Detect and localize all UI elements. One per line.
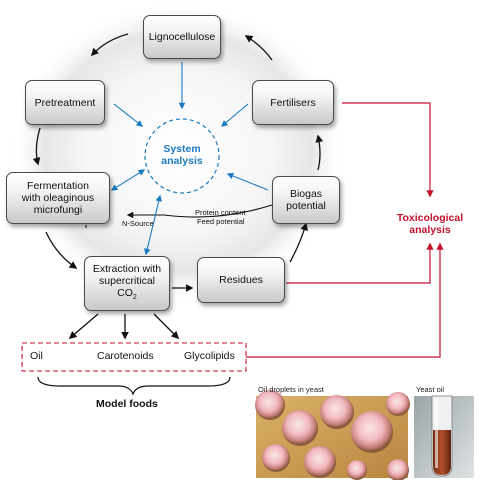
node-extraction: Extraction with supercritical CO2 [84,256,170,311]
blue-arrow-fertilisers [220,103,249,127]
model-foods-brace [37,376,231,396]
blue-arrow-pretreatment [113,103,144,127]
node-lignocellulose: Lignocellulose [143,15,221,59]
node-fermentation: Fermentation with oleaginous microfungi [6,172,110,224]
model-foods-dashed-box [21,342,247,372]
system-analysis-line-1: System [163,143,201,155]
model-food-carotenoids: Carotenoids [97,350,154,362]
extraction-line-1: Extraction with [92,262,162,275]
feed-potential-label: Feed potential [197,217,245,226]
blue-arrow-extraction [144,194,162,256]
halo-background [10,2,346,302]
node-residues: Residues [197,257,285,303]
arrow-biogas-to-fermentation-feed [126,204,273,219]
biogas-line-2: potential [286,200,326,212]
arrow-fertilisers-to-lignocellulose [244,35,273,61]
red-arrow-fertilisers [342,102,434,198]
system-analysis-line-2: analysis [161,155,203,167]
system-analysis-label: System analysis [142,143,222,167]
toxicological-line-2: analysis [409,224,451,236]
model-food-glycolipids: Glycolipids [184,350,235,362]
co2-subscript: 2 [132,294,137,302]
biogas-line-1: Biogas [289,188,323,200]
oil-droplets-photo [255,390,410,480]
fermentation-line-2: with oleaginous [21,192,95,204]
node-biogas: Biogas potential [272,176,340,224]
toxicological-line-1: Toxicological [396,212,464,224]
residues-label: Residues [219,274,263,286]
pretreatment-label: Pretreatment [34,96,96,109]
extraction-line-3: CO2 [93,287,161,304]
system-analysis-circle [144,118,220,194]
arrow-residues-to-biogas [289,222,308,263]
toxicological-analysis-label: Toxicological analysis [384,212,476,236]
arrow-biogas-to-fertilisers [315,134,324,171]
fermentation-line-1: Fermentation [27,180,89,192]
node-pretreatment: Pretreatment [25,80,105,125]
arrow-extraction-to-oil [68,313,99,340]
blue-arrow-fermentation [110,169,146,191]
yeast-oil-caption: Yeast oil [416,385,445,394]
red-arrow-residues [286,242,434,284]
blue-arrow-biogas [226,172,269,191]
node-fertilisers: Fertilisers [252,80,334,125]
yeast-oil-photo [414,395,474,478]
red-arrow-model-foods [246,242,444,358]
lignocellulose-label: Lignocellulose [148,31,216,43]
n-source-label: N-Source [122,219,154,228]
model-food-oil: Oil [30,350,43,362]
co2-text: CO [117,286,133,299]
arrow-lignocellulose-to-pretreatment [90,33,129,57]
arrow-pretreatment-to-fermentation [32,127,41,166]
extraction-line-2: supercritical [98,274,156,287]
arrow-fermentation-to-extraction [45,231,78,269]
model-foods-label: Model foods [96,398,158,410]
arrow-extraction-to-glycolipids [153,313,180,340]
fermentation-line-3: microfungi [33,204,83,216]
oil-droplets-caption: Oil droplets in yeast [258,385,324,394]
protein-content-label: Protein content [195,208,246,217]
fertilisers-label: Fertilisers [270,96,316,109]
